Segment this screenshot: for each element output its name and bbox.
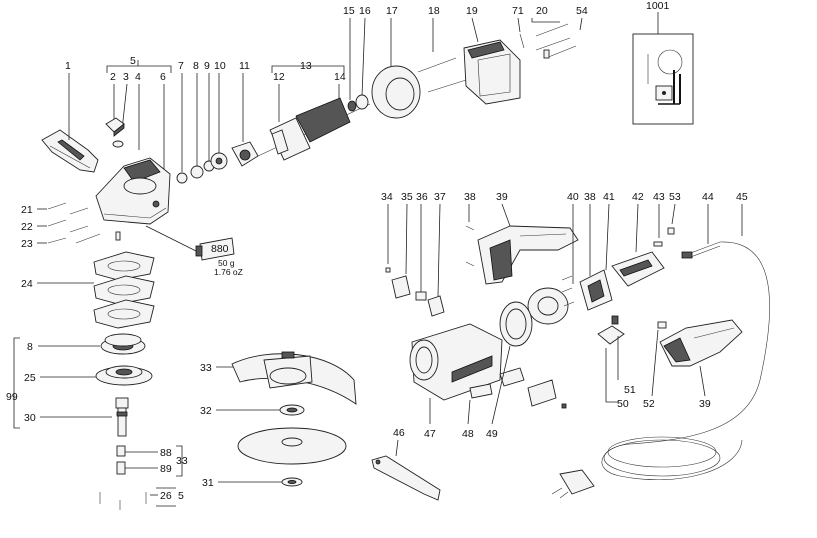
spindle	[115, 397, 129, 437]
label-18: 18	[428, 5, 440, 17]
label-16: 16	[359, 5, 371, 17]
switch-lever	[597, 315, 667, 345]
label-39b: 39	[699, 398, 711, 410]
label-22: 22	[21, 221, 33, 233]
label-38b: 38	[584, 191, 596, 203]
label-6: 6	[160, 71, 166, 83]
label-13: 13	[300, 60, 312, 72]
label-24: 24	[21, 278, 33, 290]
grease-weight-g: 50 g	[218, 258, 235, 268]
label-43: 43	[653, 191, 665, 203]
label-45: 45	[736, 191, 748, 203]
label-21: 21	[21, 204, 33, 216]
label-42: 42	[632, 191, 644, 203]
label-89: 89	[160, 463, 172, 475]
brush-holder-plate	[527, 275, 575, 325]
label-50: 50	[617, 398, 629, 410]
label-51: 51	[624, 384, 636, 396]
flange-nut	[279, 404, 305, 416]
label-33-kit: 33	[176, 455, 188, 467]
lock-button	[105, 117, 125, 148]
stator	[463, 39, 521, 105]
switch-parts	[469, 367, 567, 409]
label-20: 20	[536, 5, 548, 17]
label-35: 35	[401, 191, 413, 203]
label-7: 7	[178, 60, 184, 72]
nut-parts	[116, 445, 126, 475]
label-49: 49	[486, 428, 498, 440]
label-5-kit: 5	[178, 490, 184, 502]
label-36: 36	[416, 191, 428, 203]
label-88: 88	[160, 447, 172, 459]
rear-handle-half	[659, 319, 743, 367]
label-46: 46	[393, 427, 405, 439]
label-33-guard: 33	[200, 362, 212, 374]
label-23: 23	[21, 238, 33, 250]
label-54: 54	[576, 5, 588, 17]
label-52: 52	[643, 398, 655, 410]
label-8-flange: 8	[27, 341, 33, 353]
label-44: 44	[702, 191, 714, 203]
label-37: 37	[434, 191, 446, 203]
label-34: 34	[381, 191, 393, 203]
bearing-ring	[499, 301, 533, 347]
label-32: 32	[200, 405, 212, 417]
label-48: 48	[462, 428, 474, 440]
bearing-cover	[95, 365, 153, 386]
label-8: 8	[193, 60, 199, 72]
label-3: 3	[123, 71, 129, 83]
side-handle	[41, 129, 99, 173]
gear-housing	[95, 157, 171, 225]
label-9: 9	[204, 60, 210, 72]
label-47: 47	[424, 428, 436, 440]
wiring-schematic	[632, 33, 694, 125]
label-25: 25	[24, 372, 36, 384]
gaskets	[93, 251, 155, 329]
small-screws	[99, 492, 147, 510]
label-30: 30	[24, 412, 36, 424]
label-40: 40	[567, 191, 579, 203]
label-15: 15	[343, 5, 355, 17]
cable-and-plug	[551, 241, 770, 499]
label-1: 1	[65, 60, 71, 72]
front-housing	[409, 323, 503, 401]
label-53: 53	[669, 191, 681, 203]
screws	[47, 202, 121, 244]
label-12: 12	[273, 71, 285, 83]
brush-parts	[519, 23, 577, 59]
bearing-flange	[100, 333, 146, 355]
clamp-nut	[281, 477, 303, 487]
label-11: 11	[239, 60, 250, 72]
label-19: 19	[466, 5, 478, 17]
armature	[257, 97, 371, 161]
label-4: 4	[135, 71, 141, 83]
label-5: 5	[130, 55, 136, 67]
motor-housing-half	[477, 225, 579, 285]
label-14: 14	[334, 71, 346, 83]
label-41: 41	[603, 191, 615, 203]
label-31: 31	[202, 477, 214, 489]
wheel-guard	[231, 351, 357, 405]
label-99: 99	[6, 391, 18, 403]
label-39a: 39	[496, 191, 508, 203]
grease-code: 880	[211, 243, 229, 255]
label-1001: 1001	[646, 0, 670, 12]
grease-weight-oz: 1.76 oZ	[214, 267, 243, 277]
label-38a: 38	[464, 191, 476, 203]
grease-tube: 880 50 g 1.76 oZ	[145, 225, 243, 277]
label-71: 71	[512, 5, 524, 17]
switch-assembly	[611, 227, 675, 287]
label-17: 17	[386, 5, 398, 17]
electronics-module	[579, 269, 613, 311]
bearings-row	[176, 141, 259, 184]
label-26: 26	[160, 490, 172, 502]
label-10: 10	[214, 60, 226, 72]
grinding-disc	[237, 427, 347, 465]
small-parts-top	[385, 225, 475, 317]
baffle-ring	[371, 65, 421, 119]
spanner-wrench	[371, 455, 441, 501]
label-2: 2	[110, 71, 116, 83]
